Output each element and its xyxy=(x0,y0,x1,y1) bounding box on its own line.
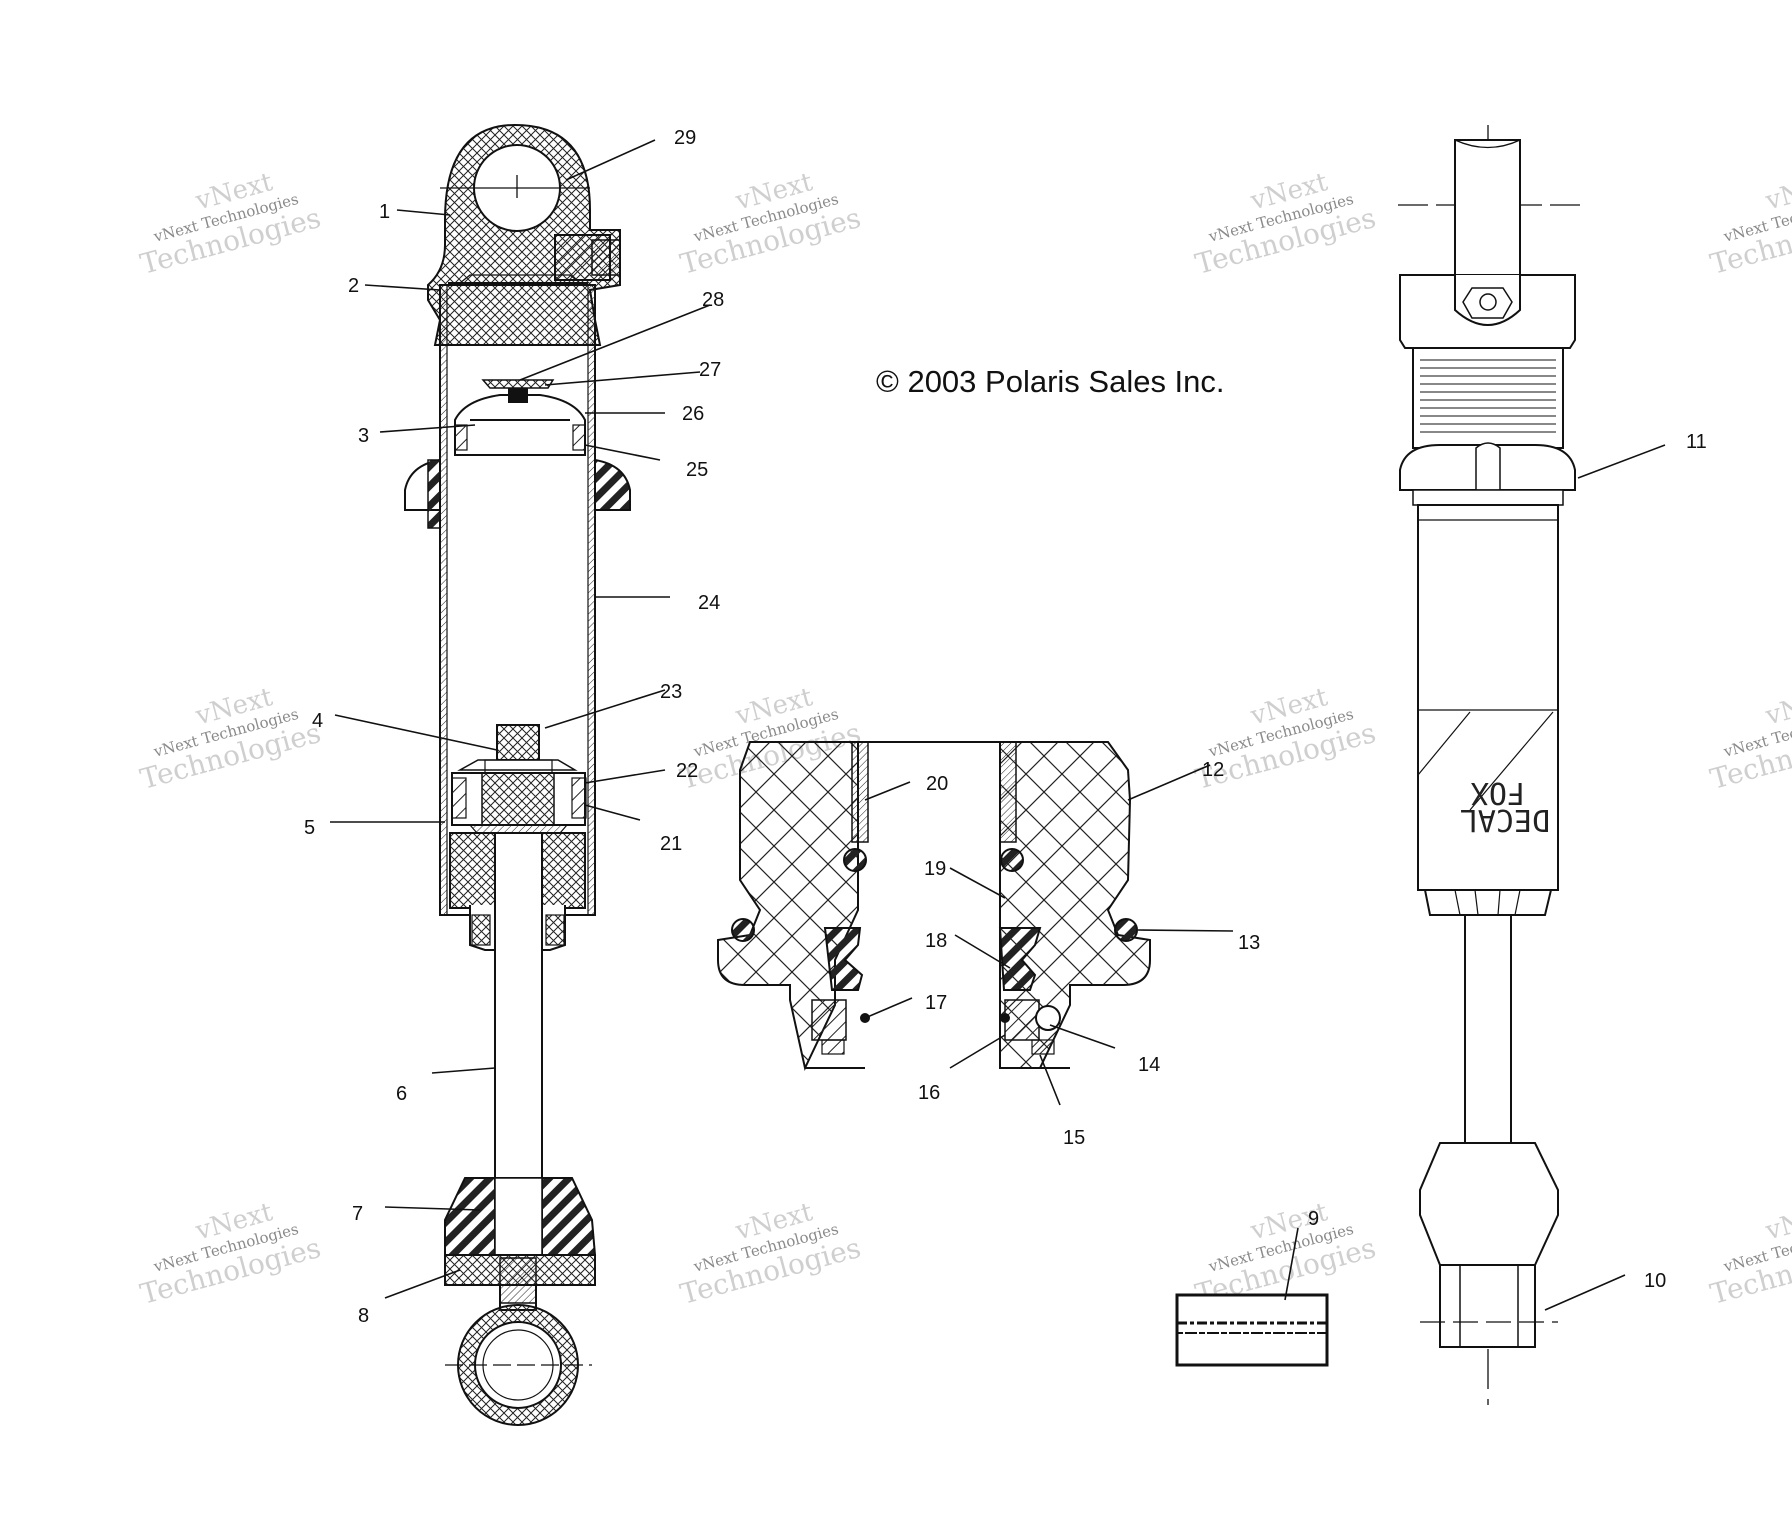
callout-14: 14 xyxy=(1138,1054,1160,1076)
svg-text:vNext: vNext xyxy=(1762,167,1792,217)
seal-14-right xyxy=(1004,999,1040,1041)
seal-18-right xyxy=(998,927,1042,991)
watermark: vNext vNext Technologies Technologies xyxy=(137,1197,325,1311)
svg-text:FOX: FOX xyxy=(1471,775,1525,810)
copyright-text: © 2003 Polaris Sales Inc. xyxy=(876,364,1225,399)
callout-26: 26 xyxy=(682,403,704,425)
exterior-shaft xyxy=(1464,914,1512,1144)
svg-text:vNext: vNext xyxy=(1762,1197,1792,1247)
callout-labels: 29 1 2 28 27 26 3 25 24 23 4 22 5 21 6 7… xyxy=(304,127,1707,1327)
seal-17-left xyxy=(811,999,847,1041)
exterior-rod-end xyxy=(1439,1264,1536,1348)
callout-21: 21 xyxy=(660,833,682,855)
watermark: vNext vNext Technologies Technologies xyxy=(677,1197,865,1311)
seal-head-right xyxy=(999,741,1151,1069)
callout-1: 1 xyxy=(379,201,390,223)
bleed-valve xyxy=(481,379,555,389)
bottom-ring-right xyxy=(594,458,631,511)
callout-10: 10 xyxy=(1644,1270,1666,1292)
callout-16: 16 xyxy=(918,1082,940,1104)
callout-23: 23 xyxy=(660,681,682,703)
callout-22: 22 xyxy=(676,760,698,782)
watermark: vNext vNext Technologies Technologies xyxy=(1707,682,1792,796)
o-ring-19-left xyxy=(843,848,867,872)
callout-5: 5 xyxy=(304,817,315,839)
shock-body xyxy=(1417,504,1559,891)
watermark: vNext vNext Technologies Technologies xyxy=(137,167,325,281)
callout-28: 28 xyxy=(702,289,724,311)
exterior-bump-stop xyxy=(1419,1142,1559,1266)
seal-18-left xyxy=(823,927,864,991)
callout-25: 25 xyxy=(686,459,708,481)
valve-hex xyxy=(1462,287,1513,319)
bushing-right xyxy=(999,741,1017,843)
callout-9: 9 xyxy=(1308,1208,1319,1230)
seal-head-detail xyxy=(717,741,1151,1072)
decal-part xyxy=(1175,1293,1329,1367)
watermark: vNext vNext Technologies Technologies xyxy=(1192,167,1380,281)
piston-nut xyxy=(496,724,540,761)
callout-29: 29 xyxy=(674,127,696,149)
watermark: vNext vNext Technologies Technologies xyxy=(677,167,865,281)
svg-text:vNext: vNext xyxy=(1762,682,1792,732)
callout-15: 15 xyxy=(1063,1127,1085,1149)
callout-19: 19 xyxy=(924,858,946,880)
callout-17: 17 xyxy=(925,992,947,1014)
callout-20: 20 xyxy=(926,773,948,795)
callout-11: 11 xyxy=(1686,431,1707,453)
leader-lines xyxy=(330,139,1666,1311)
rod-thread xyxy=(499,1257,537,1304)
callout-6: 6 xyxy=(396,1083,407,1105)
o-ring-19-right xyxy=(1000,848,1024,872)
callout-13: 13 xyxy=(1238,932,1260,954)
bleed-plug xyxy=(508,388,528,403)
decal-label: DECAL FOX xyxy=(1460,775,1550,837)
callout-12: 12 xyxy=(1202,759,1224,781)
callout-3: 3 xyxy=(358,425,369,447)
lower-seal-cap xyxy=(1423,889,1553,916)
callout-24: 24 xyxy=(698,592,720,614)
bushing-left xyxy=(851,741,869,843)
o-ring-13-left xyxy=(731,918,755,942)
threaded-collar xyxy=(1412,347,1564,449)
watermark: vNext vNext Technologies Technologies xyxy=(137,682,325,796)
callout-2: 2 xyxy=(348,275,359,297)
callout-7: 7 xyxy=(352,1203,363,1225)
callout-4: 4 xyxy=(312,710,323,732)
shock-exterior-view: DECAL FOX xyxy=(1398,125,1582,1405)
watermark: vNext vNext Technologies Technologies xyxy=(1192,1197,1380,1311)
callout-18: 18 xyxy=(925,930,947,952)
shock-cross-section xyxy=(404,123,631,1426)
o-ring-13-right xyxy=(1114,918,1138,942)
watermark: vNext vNext Technologies Technologies xyxy=(1707,167,1792,281)
floating-piston xyxy=(454,394,586,456)
svg-text:DECAL: DECAL xyxy=(1460,802,1550,837)
callout-8: 8 xyxy=(358,1305,369,1327)
callout-27: 27 xyxy=(699,359,721,381)
watermark: vNext vNext Technologies Technologies xyxy=(1707,1197,1792,1311)
